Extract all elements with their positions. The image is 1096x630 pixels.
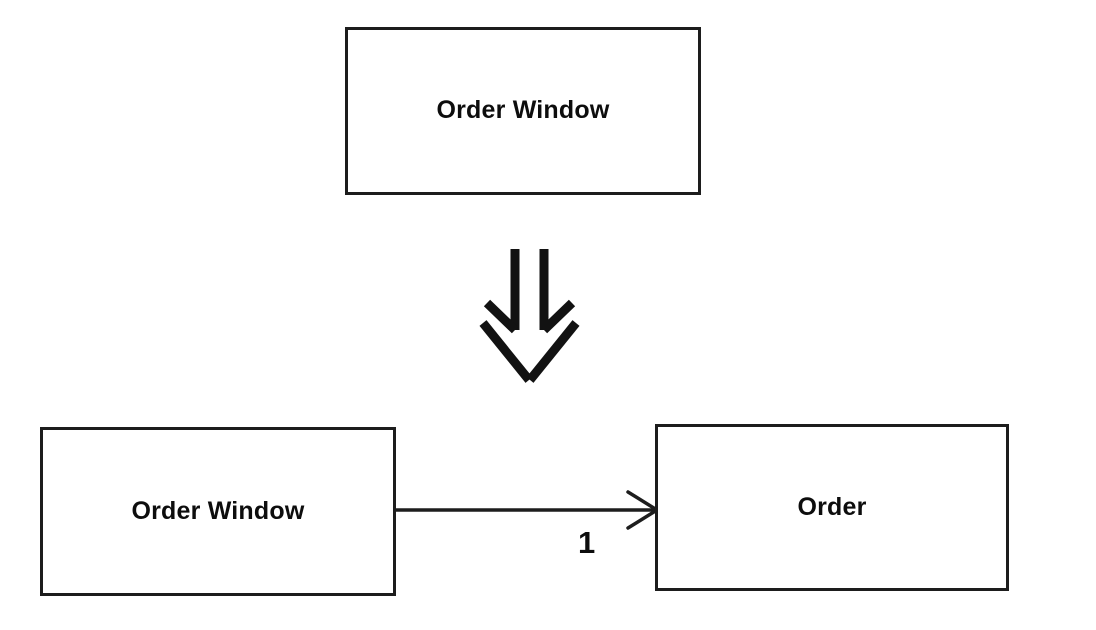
outlined-block-arrow-down-icon — [479, 249, 580, 383]
class-name-label: Order — [797, 492, 867, 521]
open-arrowhead-icon — [626, 490, 661, 530]
class-name-label: Order Window — [436, 96, 610, 125]
class-box-order-window-top[interactable]: Order Window — [345, 27, 701, 195]
multiplicity-label-target: 1 — [578, 525, 596, 560]
association-connector[interactable] — [396, 490, 661, 530]
class-box-order-window[interactable]: Order Window — [40, 427, 396, 596]
class-name-label: Order Window — [131, 496, 305, 525]
class-box-order[interactable]: Order — [655, 424, 1009, 591]
